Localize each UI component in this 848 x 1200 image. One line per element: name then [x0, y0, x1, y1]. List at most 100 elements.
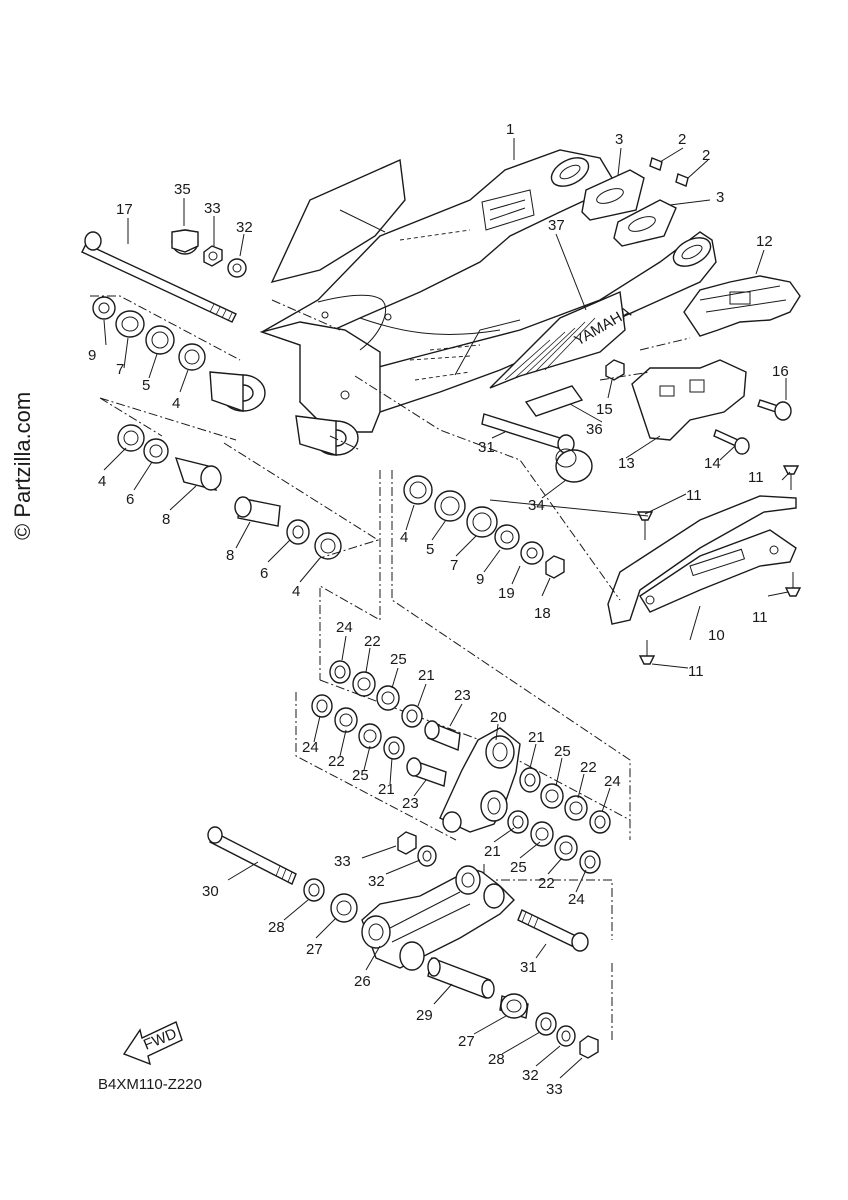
bolt-part-14 [713, 429, 750, 455]
callout-10: 10 [708, 627, 725, 644]
label-part-36 [524, 385, 584, 417]
callout-24: 24 [336, 619, 353, 636]
callout-9: 9 [88, 347, 96, 364]
callout-24: 24 [568, 891, 585, 908]
callout-32: 32 [236, 219, 253, 236]
screw-part-2 [649, 157, 689, 187]
callout-12: 12 [756, 233, 773, 250]
callout-25: 25 [510, 859, 527, 876]
nut-part-33-top [203, 245, 223, 267]
callout-11: 11 [688, 663, 704, 680]
callout-22: 22 [364, 633, 381, 650]
callout-24: 24 [604, 773, 621, 790]
collar-part-35 [171, 229, 199, 255]
callout-3: 3 [615, 131, 623, 148]
seal-washer-group-mid [311, 660, 461, 787]
callout-7: 7 [116, 361, 124, 378]
callout-26: 26 [354, 973, 371, 990]
pivot-shaft-part-17 [81, 231, 237, 323]
screw-part-11 [636, 465, 802, 665]
fwd-arrow-icon: FWD [122, 1021, 183, 1066]
washer-part-32-mid [417, 845, 437, 867]
callout-11: 11 [686, 487, 702, 504]
callout-4: 4 [400, 529, 408, 546]
callout-25: 25 [554, 743, 571, 760]
callout-23: 23 [454, 687, 471, 704]
collar-part-29 [427, 957, 495, 999]
callout-29: 29 [416, 1007, 433, 1024]
chain-slider-part-10 [607, 495, 797, 625]
callout-1: 1 [506, 121, 514, 138]
callout-22: 22 [328, 753, 345, 770]
callout-32: 32 [368, 873, 385, 890]
callout-numbers: 1 3 2 2 3 17 35 33 32 37 12 16 15 36 13 … [88, 121, 789, 1098]
callout-31: 31 [520, 959, 537, 976]
callout-6: 6 [260, 565, 268, 582]
callout-8: 8 [162, 511, 170, 528]
chain-guide-part-12 [683, 275, 801, 337]
callout-21: 21 [528, 729, 545, 746]
callout-11: 11 [752, 609, 768, 626]
callout-31: 31 [478, 439, 495, 456]
nut-part-33-mid [397, 831, 417, 855]
callout-27: 27 [458, 1033, 475, 1050]
bolt-part-31-lower [517, 909, 589, 952]
connecting-rod-part-26 [361, 865, 515, 971]
callout-25: 25 [352, 767, 369, 784]
callout-25: 25 [390, 651, 407, 668]
callout-23: 23 [402, 795, 419, 812]
bearing-set-right [403, 475, 565, 579]
callout-2: 2 [678, 131, 686, 148]
seal-washer-group-right [507, 767, 611, 874]
callout-36: 36 [586, 421, 603, 438]
callout-17: 17 [116, 201, 133, 218]
callout-32: 32 [522, 1067, 539, 1084]
callout-22: 22 [580, 759, 597, 776]
callout-27: 27 [306, 941, 323, 958]
callout-20: 20 [490, 709, 507, 726]
callout-19: 19 [498, 585, 515, 602]
callout-5: 5 [426, 541, 434, 558]
callout-37: 37 [548, 217, 565, 234]
callout-9: 9 [476, 571, 484, 588]
callout-3: 3 [716, 189, 724, 206]
callout-14: 14 [704, 455, 721, 472]
callout-22: 22 [538, 875, 555, 892]
callout-28: 28 [268, 919, 285, 936]
callout-28: 28 [488, 1051, 505, 1068]
callout-21: 21 [378, 781, 395, 798]
callout-4: 4 [98, 473, 106, 490]
callout-4: 4 [172, 395, 180, 412]
callout-24: 24 [302, 739, 319, 756]
callout-18: 18 [534, 605, 551, 622]
callout-33: 33 [204, 200, 221, 217]
callout-21: 21 [484, 843, 501, 860]
nut-part-15 [605, 359, 625, 381]
callout-35: 35 [174, 181, 191, 198]
cap-part-34 [555, 448, 593, 483]
callout-5: 5 [142, 377, 150, 394]
drawing-code: B4XM110-Z220 [98, 1076, 202, 1093]
callout-4: 4 [292, 583, 300, 600]
callout-13: 13 [618, 455, 635, 472]
callout-7: 7 [450, 557, 458, 574]
callout-6: 6 [126, 491, 134, 508]
chain-guide-part-13 [631, 359, 747, 441]
callout-21: 21 [418, 667, 435, 684]
washer-part-32-top [227, 258, 247, 278]
bearing-parts-27-28-left [303, 878, 358, 923]
bolt-part-30 [207, 826, 297, 885]
callout-34: 34 [528, 497, 545, 514]
callout-16: 16 [772, 363, 789, 380]
callout-15: 15 [596, 401, 613, 418]
relay-arm-part-20 [439, 727, 521, 833]
callout-2: 2 [702, 147, 710, 164]
bearing-set-left [92, 296, 342, 560]
callout-33: 33 [546, 1081, 563, 1098]
partzilla-watermark: © Partzilla.com [10, 391, 35, 540]
bearing-parts-27-28-right [499, 993, 599, 1059]
callout-11: 11 [748, 469, 764, 486]
bolt-part-31-upper [481, 413, 575, 454]
swingarm-part-1: YAMAHA [209, 149, 717, 456]
